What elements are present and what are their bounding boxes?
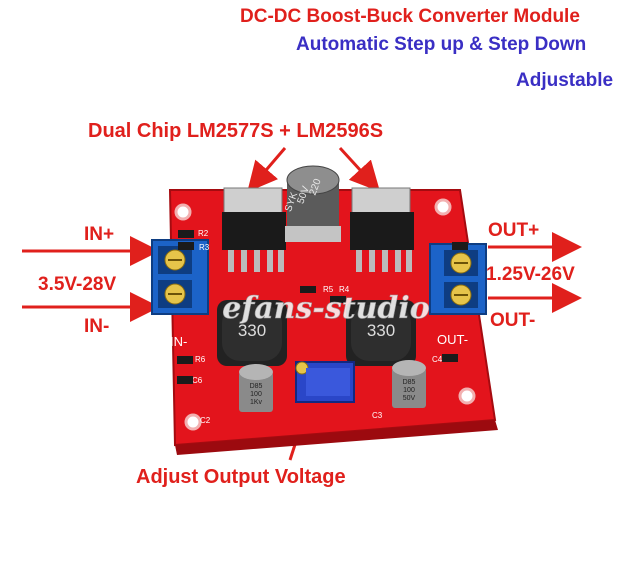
arrow-chip-right [338,146,381,192]
svg-text:R3: R3 [199,243,210,252]
svg-text:50V: 50V [403,395,416,402]
left-small-capacitor: D85 100 1Kv [239,364,273,412]
input-terminal-block [151,239,209,315]
svg-text:D85: D85 [403,379,416,386]
svg-text:IN-: IN- [170,334,187,349]
module-feature: Adjustable [516,70,614,91]
right-regulator-chip [350,187,414,272]
output-voltage-range: 1.25V-26V [486,264,575,285]
adjust-callout: Adjust Output Voltage [136,466,346,488]
output-minus-label: OUT- [490,310,536,331]
svg-text:100: 100 [250,391,262,398]
main-capacitor: 220 50V SYK [283,165,341,242]
module-subtitle: Automatic Step up & Step Down [296,34,587,55]
svg-text:C3: C3 [372,411,383,420]
svg-text:C4: C4 [432,355,443,364]
svg-text:C6: C6 [192,376,203,385]
silkscreen: IN- OUT- R2 R3 R5 R4 R6 C6 C2 C3 C4 [170,229,468,425]
svg-text:R6: R6 [195,355,206,364]
left-regulator-chip [222,187,286,272]
svg-text:R5: R5 [323,285,334,294]
arrow-chip-left [247,147,287,193]
input-minus-label: IN- [84,316,110,337]
input-plus-label: IN+ [84,224,115,245]
chip-callout: Dual Chip LM2577S + LM2596S [88,120,384,142]
inductor-right-marking: 330 [367,321,395,340]
svg-text:OUT-: OUT- [437,332,468,347]
output-plus-label: OUT+ [488,220,540,241]
input-voltage-range: 3.5V-28V [38,274,117,295]
svg-text:R2: R2 [198,229,209,238]
right-small-capacitor: D85 100 50V [392,360,426,408]
svg-text:100: 100 [403,387,415,394]
output-terminal-block [429,243,487,315]
module-title: DC-DC Boost-Buck Converter Module [240,6,580,27]
watermark: efans-studio [222,291,430,326]
left-inductor: 330 [217,300,287,366]
smd-components [177,230,468,384]
svg-text:D85: D85 [250,383,263,390]
svg-text:R4: R4 [339,285,350,294]
trim-potentiometer [295,361,355,403]
mounting-holes [174,198,476,431]
svg-text:C2: C2 [200,416,211,425]
inductor-left-marking: 330 [238,321,266,340]
svg-text:1Kv: 1Kv [250,399,263,406]
right-inductor: 330 [346,300,416,366]
